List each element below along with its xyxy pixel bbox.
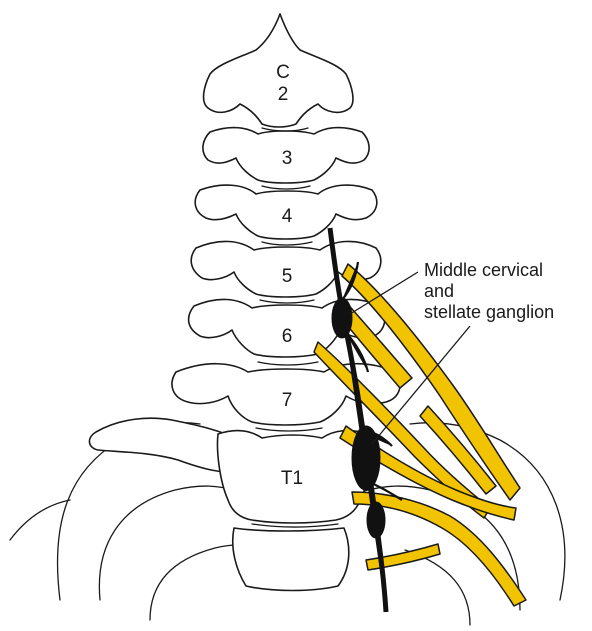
callout-line-3: stellate ganglion bbox=[424, 302, 554, 322]
label-c7: 7 bbox=[282, 390, 293, 411]
vertebra-t2 bbox=[233, 528, 349, 591]
label-c4: 4 bbox=[282, 206, 293, 227]
left-second-rib bbox=[150, 545, 246, 620]
left-first-rib bbox=[99, 486, 240, 600]
middle-cervical-ganglion bbox=[332, 298, 352, 338]
callout-line-1: Middle cervical bbox=[424, 260, 543, 280]
label-c2-number: 2 bbox=[278, 84, 289, 105]
label-c: C bbox=[276, 62, 290, 83]
label-c5: 5 bbox=[282, 266, 293, 287]
label-c3: 3 bbox=[282, 148, 293, 169]
callout-line-2: and bbox=[424, 281, 454, 301]
label-t1: T1 bbox=[281, 468, 303, 489]
label-c6: 6 bbox=[282, 326, 293, 347]
left-shoulder-edge bbox=[10, 500, 70, 540]
lower-thoracic-ganglion bbox=[367, 502, 385, 538]
